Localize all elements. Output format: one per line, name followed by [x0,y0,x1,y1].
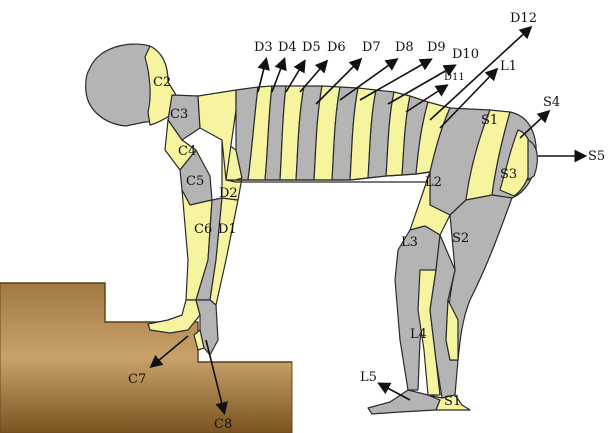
label-d6: D6 [327,40,346,55]
label-c7: C7 [128,372,146,387]
label-d12: D12 [510,11,537,26]
stairs-illustration [0,283,292,433]
label-c2: C2 [153,75,171,90]
label-d9: D9 [427,40,446,55]
label-d11: D11 [444,72,465,83]
label-s5: S5 [588,149,605,164]
label-d1: D1 [218,222,237,237]
label-l1: L1 [500,59,517,74]
label-l4: L4 [410,327,427,342]
label-l3: L3 [401,235,418,250]
label-d4: D4 [278,40,297,55]
label-s1-hip: S1 [481,113,498,128]
label-l2: L2 [425,175,442,190]
label-s2: S2 [452,231,469,246]
label-c6: C6 [194,222,212,237]
label-c3: C3 [170,107,188,122]
label-d2: D2 [219,186,238,201]
label-s4: S4 [543,95,560,110]
label-d8: D8 [395,40,414,55]
label-c5: C5 [186,174,204,189]
label-s1-foot: S1 [444,394,461,409]
label-s3: S3 [500,167,517,182]
label-d5: D5 [302,40,321,55]
label-c8: C8 [214,417,232,432]
label-c4: C4 [178,144,196,159]
label-d10: D10 [452,47,479,62]
label-d7: D7 [362,40,381,55]
label-d3: D3 [254,40,273,55]
label-l5: L5 [360,370,377,385]
